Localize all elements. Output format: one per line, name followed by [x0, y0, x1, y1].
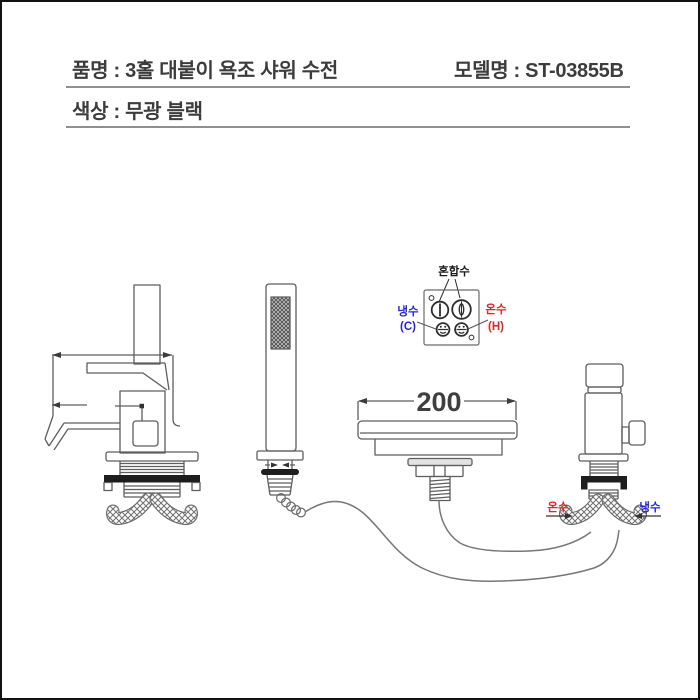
valve-side-view: 온수 냉수 [546, 363, 661, 525]
cold-inlet-label: 냉수 [639, 500, 661, 514]
valve-port-detail: 혼합수 냉수 (C) 온수 [397, 264, 507, 346]
tub-filler-side-view [44, 284, 201, 525]
hose-coil [276, 493, 307, 518]
cold-port-abbr: (C) [400, 321, 416, 333]
spray-face [270, 296, 291, 350]
spout-supply-hose [438, 500, 592, 553]
color-label: 색상 : 무광 블랙 [72, 101, 203, 123]
product-name-label: 품명 : 3홀 대붙이 욕조 샤워 수전 [72, 60, 338, 82]
mixed-water-label: 혼합수 [438, 264, 470, 278]
braided-hoses-valve [559, 493, 647, 525]
spout-front-view: 200 [357, 387, 592, 553]
header-divider-2 [66, 126, 630, 128]
spout-width-dimension: 200 [416, 387, 461, 417]
cold-port-label: 냉수 [397, 304, 419, 318]
hot-port-label: 온수 [485, 303, 507, 316]
model-name-label: 모델명 : ST-03855B [454, 60, 624, 82]
shower-hose [304, 500, 620, 582]
hot-port-abbr: (H) [488, 321, 504, 333]
braided-hoses-left-unit [106, 492, 198, 525]
hot-inlet-label: 온수 [547, 501, 569, 514]
hand-shower-drawing [256, 283, 620, 582]
header-divider-1 [66, 86, 630, 88]
